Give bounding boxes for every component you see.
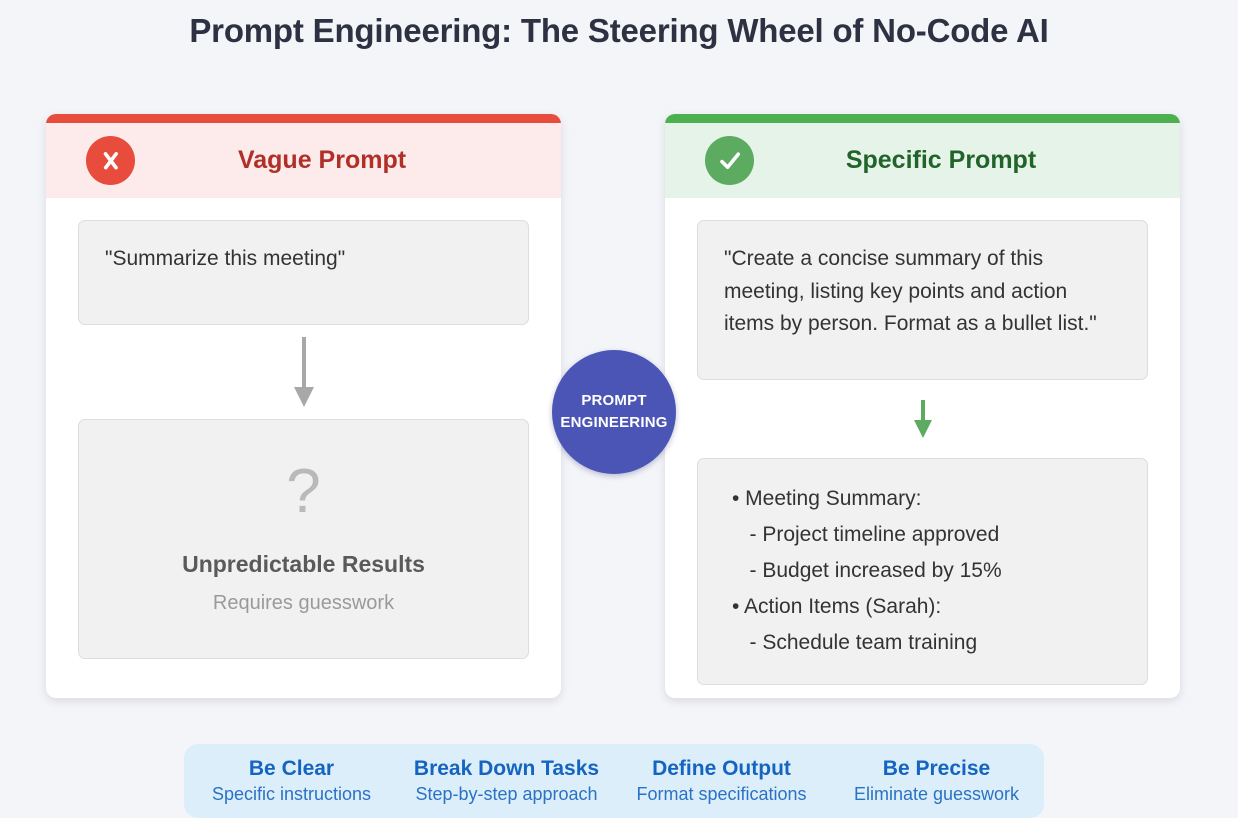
tip-title: Be Precise — [882, 757, 991, 780]
list-item: • Meeting Summary: — [732, 487, 922, 510]
vague-panel-title: Vague Prompt — [237, 146, 407, 174]
panel-accent-bar-specific — [665, 114, 1180, 123]
vague-panel-header: Vague Prompt — [46, 123, 561, 198]
tip-subtitle: Eliminate guesswork — [853, 784, 1020, 804]
panel-accent-bar-vague — [46, 114, 561, 123]
flow-arrow-down-green — [697, 400, 1148, 440]
vague-result-box: ? Unpredictable Results Requires guesswo… — [78, 419, 529, 659]
tip-subtitle: Step-by-step approach — [415, 784, 598, 804]
vague-result-heading: Unpredictable Results — [182, 551, 425, 578]
question-mark-icon: ? — [286, 456, 321, 526]
specific-prompt-box: "Create a concise summary of this meetin… — [697, 220, 1148, 380]
check-mark-icon — [705, 136, 754, 185]
flow-arrow-down-gray — [78, 337, 529, 409]
tip-title: Be Clear — [248, 757, 335, 780]
list-item: - Project timeline approved — [732, 523, 1000, 547]
badge-line-1: PROMPT — [581, 391, 647, 409]
list-item: • Action Items (Sarah): — [732, 595, 942, 619]
page-title: Prompt Engineering: The Steering Wheel o… — [189, 12, 1049, 49]
specific-result-box: • Meeting Summary: - Project timeline ap… — [697, 458, 1148, 685]
x-mark-icon — [86, 136, 135, 185]
tip-define-output: Define Output Format specifications — [614, 757, 829, 805]
badge-line-2: ENGINEERING — [560, 414, 668, 431]
vague-prompt-box: "Summarize this meeting" — [78, 220, 529, 325]
vague-prompt-panel: Vague Prompt "Summarize this meeting" ? … — [46, 114, 561, 698]
specific-panel-title: Specific Prompt — [845, 146, 1037, 174]
specific-result-list: • Meeting Summary: - Project timeline ap… — [732, 481, 1113, 662]
tip-be-clear: Be Clear Specific instructions — [184, 757, 399, 805]
vague-panel-body: "Summarize this meeting" ? Unpredictable… — [46, 198, 561, 698]
tips-bar: Be Clear Specific instructions Break Dow… — [184, 744, 1044, 818]
vague-result-subtext: Requires guesswork — [212, 592, 395, 615]
tip-break-down-tasks: Break Down Tasks Step-by-step approach — [399, 757, 614, 805]
specific-panel-header: Specific Prompt — [665, 123, 1180, 198]
tip-be-precise: Be Precise Eliminate guesswork — [829, 757, 1044, 805]
list-item: - Schedule team training — [732, 631, 978, 655]
tip-title: Define Output — [652, 757, 791, 780]
specific-prompt-panel: Specific Prompt "Create a concise summar… — [665, 114, 1180, 698]
tip-subtitle: Format specifications — [636, 784, 807, 804]
prompt-engineering-badge: PROMPT ENGINEERING — [552, 350, 676, 474]
specific-panel-body: "Create a concise summary of this meetin… — [665, 198, 1180, 698]
tip-title: Break Down Tasks — [413, 757, 600, 780]
tip-subtitle: Specific instructions — [211, 784, 372, 804]
list-item: - Budget increased by 15% — [732, 559, 1002, 583]
